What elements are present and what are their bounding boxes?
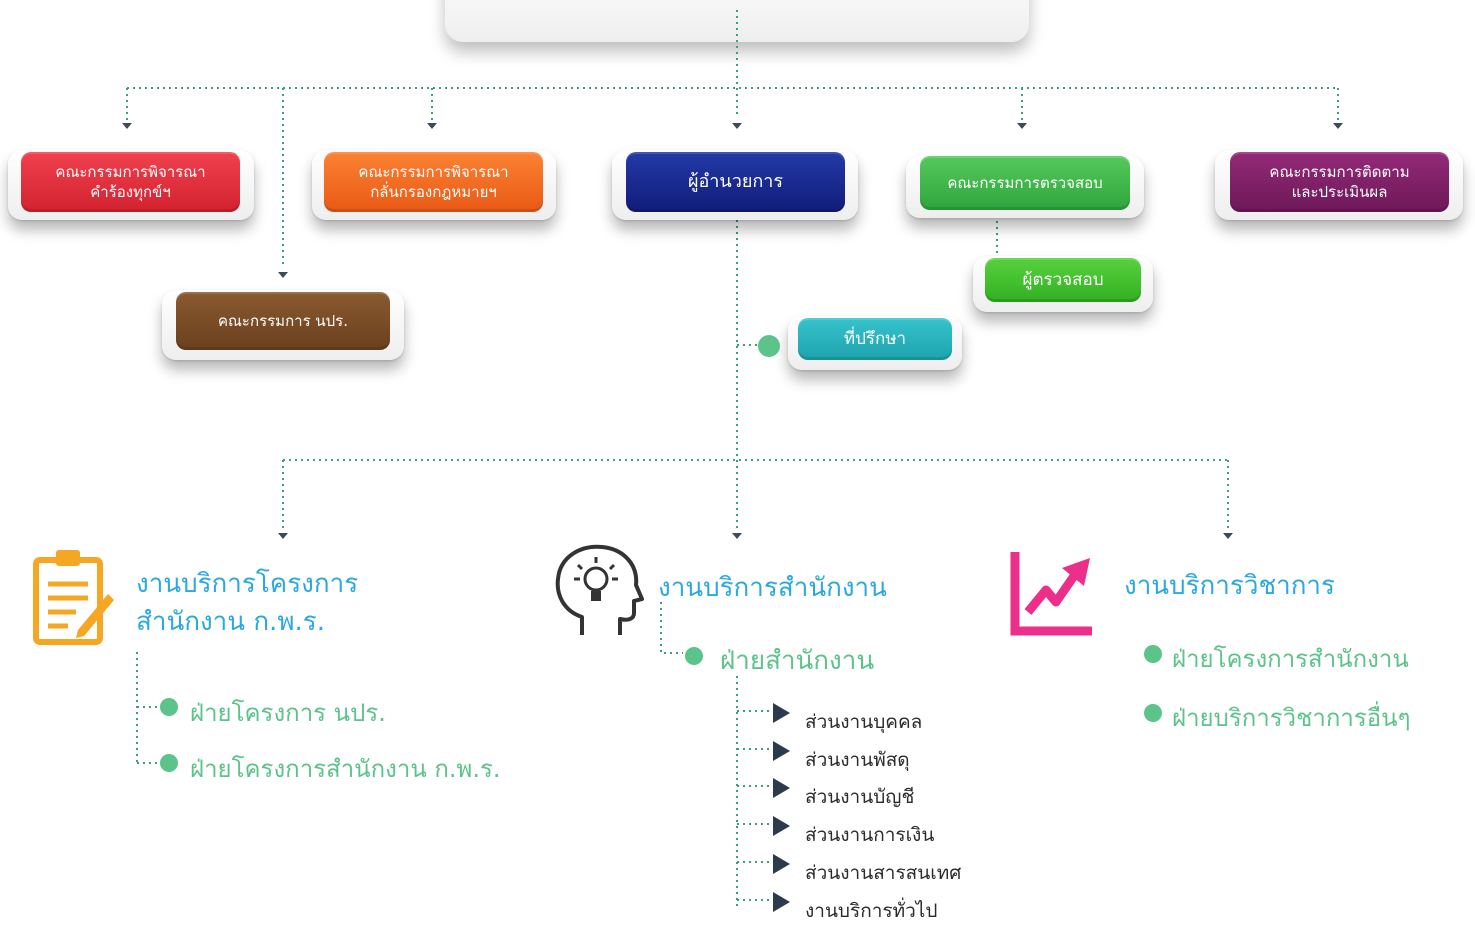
head-lightbulb-icon (555, 544, 644, 635)
bullet-icon (160, 754, 178, 772)
advisor-dot-icon (758, 335, 780, 357)
office-division-title: งานบริการสำนักงาน (658, 573, 887, 603)
bullet-icon (1144, 645, 1162, 663)
triangle-arrow-icon (773, 892, 790, 912)
node-auditor: ผู้ตรวจสอบ (985, 258, 1141, 302)
node-npr-committee: คณะกรรมการ นปร. (176, 292, 390, 350)
node-law-review-committee: คณะกรรมการพิจารณา กลั่นกรองกฎหมายฯ (324, 152, 543, 212)
node-complaints-committee: คณะกรรมการพิจารณา คำร้องทุกข์ฯ (21, 152, 240, 212)
office-subitem: งานบริการทั่วไป (805, 900, 938, 922)
projects-division-title: งานบริการโครงการ สำนักงาน ก.พ.ร. (136, 569, 359, 637)
triangle-arrow-icon (773, 854, 790, 874)
triangle-arrow-icon (773, 778, 790, 798)
node-audit-committee: คณะกรรมการตรวจสอบ (920, 156, 1130, 210)
academic-division-title: งานบริการวิชาการ (1124, 571, 1335, 601)
academic-item-other-services: ฝ่ายบริการวิชาการอื่นๆ (1172, 704, 1411, 732)
office-subitem: ส่วนงานสารสนเทศ (805, 862, 962, 884)
node-advisor: ที่ปรึกษา (798, 318, 952, 360)
triangle-arrow-icon (773, 816, 790, 836)
node-monitoring-committee: คณะกรรมการติดตาม และประเมินผล (1230, 152, 1449, 212)
projects-item-npr: ฝ่ายโครงการ นปร. (190, 699, 386, 727)
academic-item-office-projects: ฝ่ายโครงการสำนักงาน (1172, 645, 1409, 673)
bullet-icon (1144, 704, 1162, 722)
office-subitem: ส่วนงานพัสดุ (805, 749, 910, 771)
triangle-arrow-icon (773, 741, 790, 761)
clipboard-icon (33, 550, 114, 645)
trend-chart-icon (1010, 552, 1092, 636)
office-unit: ฝ่ายสำนักงาน (720, 646, 875, 676)
office-subitem: ส่วนงานบุคคล (805, 711, 923, 733)
node-director: ผู้อำนวยการ (626, 152, 845, 212)
office-subitem: ส่วนงานบัญชี (805, 786, 915, 808)
bullet-icon (685, 647, 703, 665)
bullet-icon (160, 698, 178, 716)
projects-item-opdc: ฝ่ายโครงการสำนักงาน ก.พ.ร. (190, 755, 501, 783)
triangle-arrow-icon (773, 703, 790, 723)
office-subitem: ส่วนงานการเงิน (805, 824, 935, 846)
